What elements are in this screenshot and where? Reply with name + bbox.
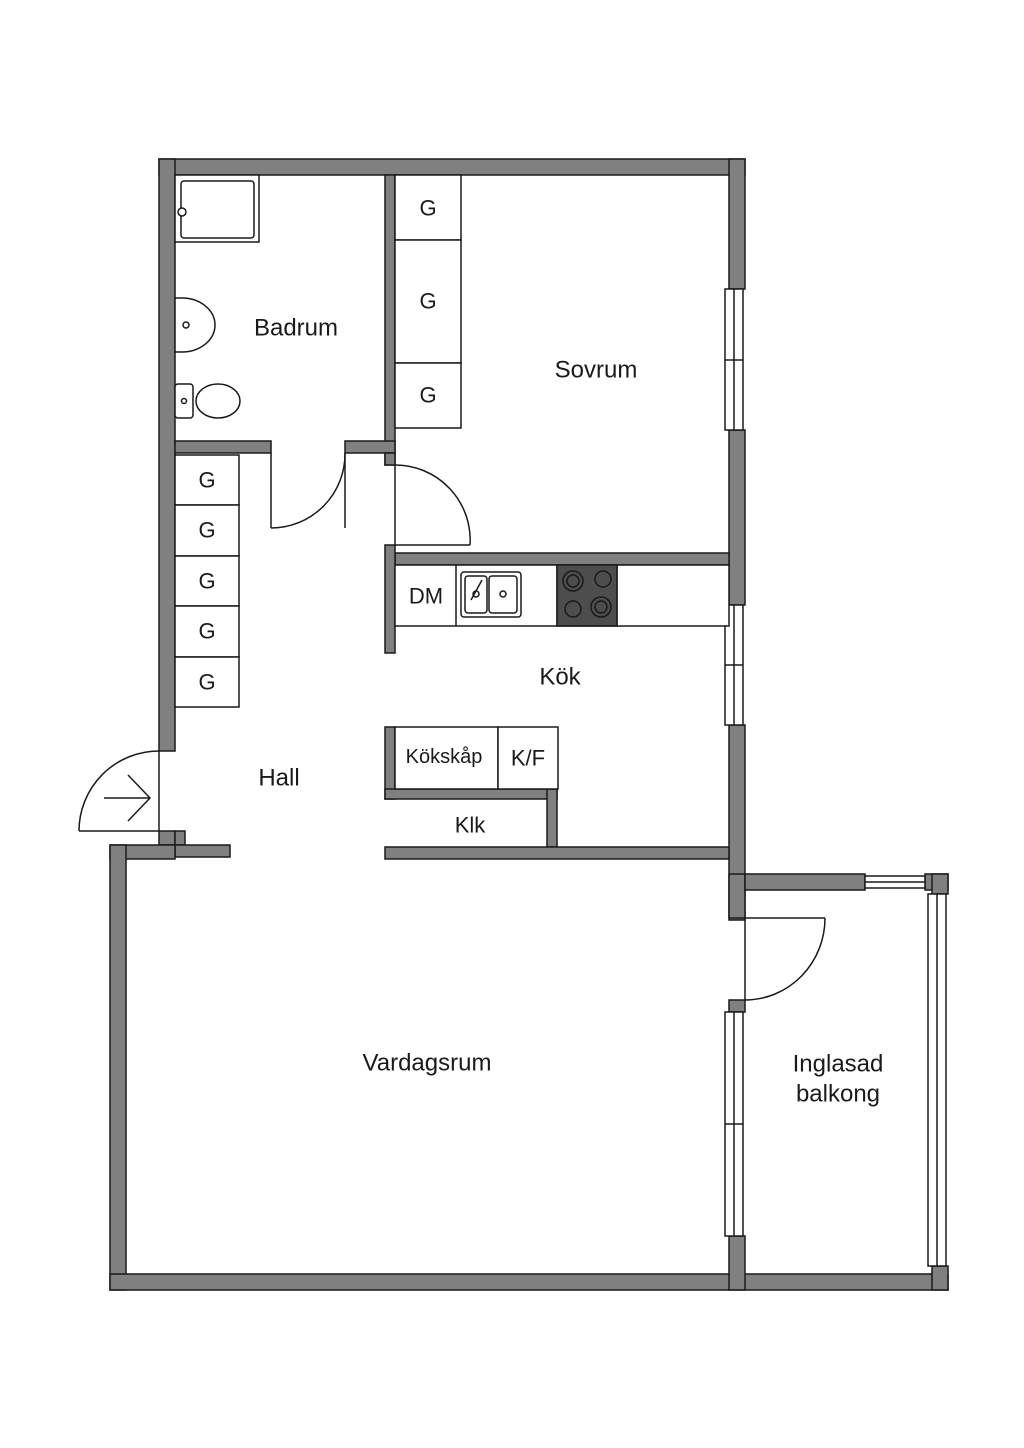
wardrobe-label: G [198,468,215,493]
closet-label: Klk [455,813,487,838]
wardrobe-label: G [198,619,215,644]
kitchen-sink-icon [460,571,522,618]
walls [109,158,949,1291]
wardrobe-label: G [419,196,436,221]
wardrobe-label: G [198,569,215,594]
wardrobe [174,504,240,557]
kitchen-cabinet-label: Kökskåp [406,746,483,768]
room-label-balkong-line1: Inglasad [793,1051,884,1078]
fridge-freezer-label: K/F [511,746,545,771]
toilet-icon [174,383,241,419]
wardrobe [394,174,462,241]
sink-icon [174,297,216,353]
wardrobe-label: G [198,518,215,543]
wardrobe [394,362,462,429]
wardrobe [174,656,240,708]
wardrobe-label: G [419,383,436,408]
room-label-kok: Kök [539,664,581,691]
wardrobe [174,555,240,607]
entrance-arrow-icon [104,774,152,822]
kitchen-cabinet [394,726,499,790]
room-label-hall: Hall [258,765,299,792]
room-label-sovrum: Sovrum [555,357,638,384]
windows [724,288,947,1267]
stove-icon [556,564,618,627]
wardrobe [174,605,240,658]
room-label-balkong-line2: balkong [796,1081,880,1108]
wardrobe-label: G [419,289,436,314]
room-label-vardagsrum: Vardagsrum [363,1050,492,1077]
wardrobe [394,239,462,364]
room-label-badrum: Badrum [254,315,338,342]
wardrobe [174,454,240,506]
shower-icon [174,174,260,243]
fridge-freezer [497,726,559,790]
dishwasher-label: DM [409,584,443,609]
doors [78,452,826,1001]
wardrobe-label: G [198,670,215,695]
